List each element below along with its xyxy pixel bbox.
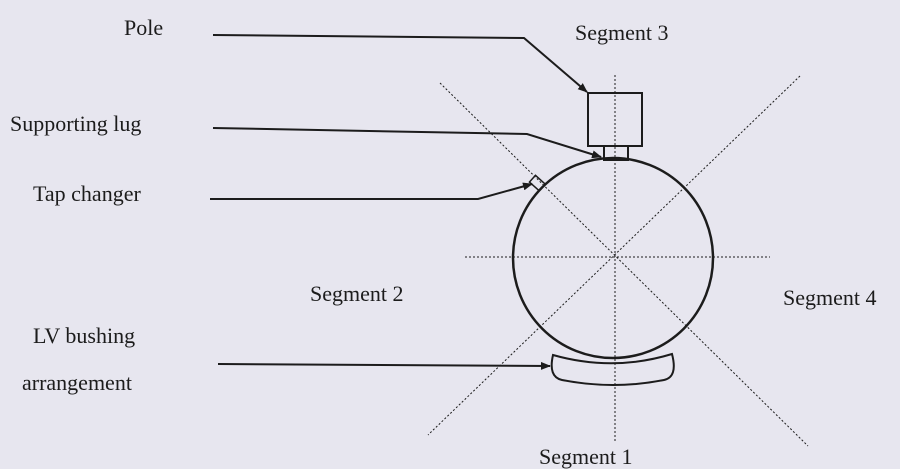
tap-changer-label: Tap changer [33, 181, 141, 206]
diagonal-divider-line-2 [427, 75, 801, 436]
lv-bushing-arrangement [550, 352, 675, 386]
supporting-lug-label: Supporting lug [10, 111, 142, 136]
lv-bushing-leader-line [217, 361, 551, 370]
tap-changer [528, 174, 547, 192]
lv-bushing-label-line2: arrangement [22, 370, 132, 395]
segment-4-label: Segment 4 [783, 285, 877, 310]
supporting-lug [603, 145, 629, 161]
supporting-lug-leader-line [212, 127, 602, 159]
transformer-tank [511, 156, 715, 360]
segment-3-label: Segment 3 [575, 20, 669, 45]
diagonal-divider-line-1 [439, 82, 809, 447]
pole-leader-line [212, 34, 588, 93]
pole-label: Pole [124, 15, 164, 40]
segment-2-label: Segment 2 [310, 281, 404, 306]
lv-bushing-label-line1: LV bushing [33, 323, 136, 348]
segment-1-label: Segment 1 [539, 444, 633, 469]
tap-changer-leader-line [210, 182, 533, 200]
